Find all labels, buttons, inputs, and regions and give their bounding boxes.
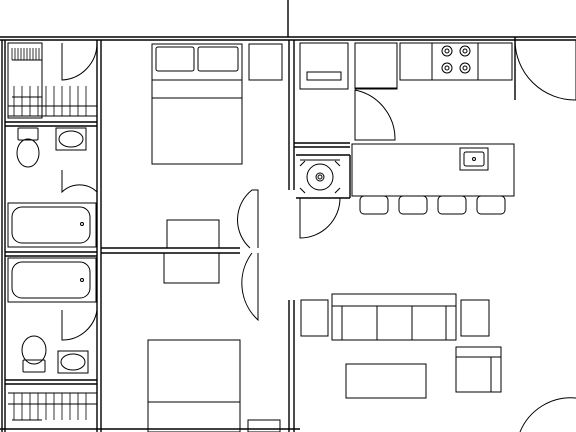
burner <box>442 46 452 56</box>
closet-bottom <box>8 393 97 420</box>
stove-burners <box>442 46 470 73</box>
bar-stools <box>360 196 505 214</box>
bathroom-top <box>8 128 97 247</box>
kitchen <box>300 43 514 214</box>
burner <box>442 63 452 73</box>
burner <box>460 46 470 56</box>
burner <box>460 63 470 73</box>
laundry <box>300 160 340 238</box>
bar-stool <box>438 196 466 214</box>
bedroom-top <box>152 44 282 248</box>
closet-top <box>8 43 97 118</box>
burner-center <box>445 66 449 70</box>
bar-stool <box>360 196 388 214</box>
door-right-top <box>515 40 576 100</box>
bedroom-bottom <box>148 253 280 432</box>
bar-stool <box>477 196 505 214</box>
closet-bottom-hangers <box>14 393 86 420</box>
bathroom-bottom <box>8 258 97 373</box>
bar-stool <box>399 196 427 214</box>
living-room <box>301 294 576 432</box>
burner-center <box>445 49 449 53</box>
burner-center <box>463 49 467 53</box>
closet-top-hangers <box>12 48 86 116</box>
burner-center <box>463 66 467 70</box>
